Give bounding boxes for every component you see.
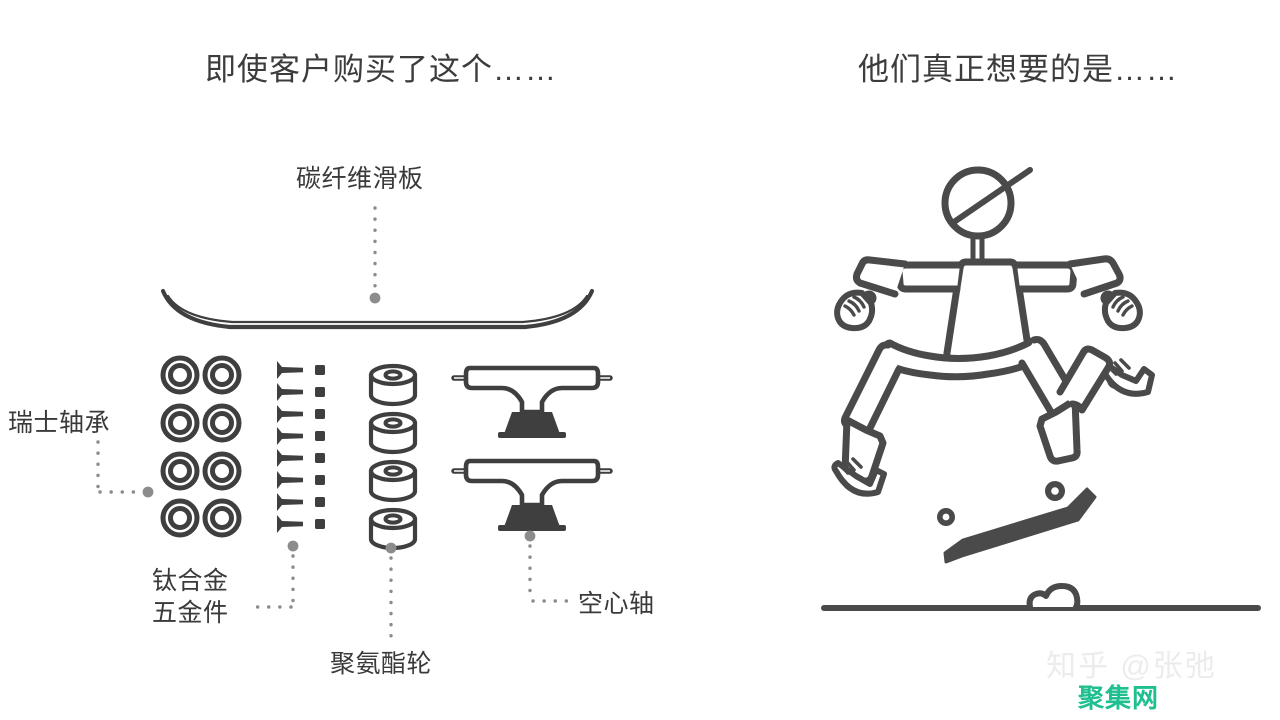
figure-right-shin: [1056, 345, 1114, 414]
label-swiss-bearings: 瑞士轴承: [8, 409, 111, 437]
figure-left-arm: [834, 256, 964, 332]
bearings-group: [163, 358, 239, 535]
figure-head: [941, 166, 1033, 240]
right-panel-heading: 他们真正想要的是……: [858, 52, 1178, 87]
label-titanium-hardware: 钛合金 五金件: [152, 565, 229, 629]
label-titanium-hardware-line1: 钛合金: [152, 567, 229, 595]
exploded-skateboard-group: [96, 206, 610, 642]
label-titanium-hardware-line2: 五金件: [152, 599, 229, 627]
skateboard-deck: [160, 288, 595, 330]
figure-right-arm: [1013, 255, 1143, 332]
wheels-group: [371, 366, 415, 548]
trucks-group: [454, 368, 610, 531]
jumping-skater-group: [831, 166, 1155, 497]
label-polyurethane-wheels: 聚氨酯轮: [330, 650, 433, 678]
leader-bearings: [96, 440, 154, 498]
figure-neck: [970, 233, 985, 265]
skateboard-side-view: [937, 481, 1097, 564]
leader-deck: [369, 206, 381, 304]
leader-wheels: [385, 542, 397, 642]
leader-axles: [524, 530, 572, 603]
ground-group: [821, 583, 1261, 611]
figure-left-leg: [831, 341, 903, 497]
label-hollow-axles: 空心轴: [578, 590, 655, 618]
left-panel-heading: 即使客户购买了这个……: [205, 52, 557, 87]
label-carbon-deck: 碳纤维滑板: [296, 165, 424, 193]
leader-hardware: [253, 540, 299, 609]
hardware-group: [277, 361, 325, 533]
